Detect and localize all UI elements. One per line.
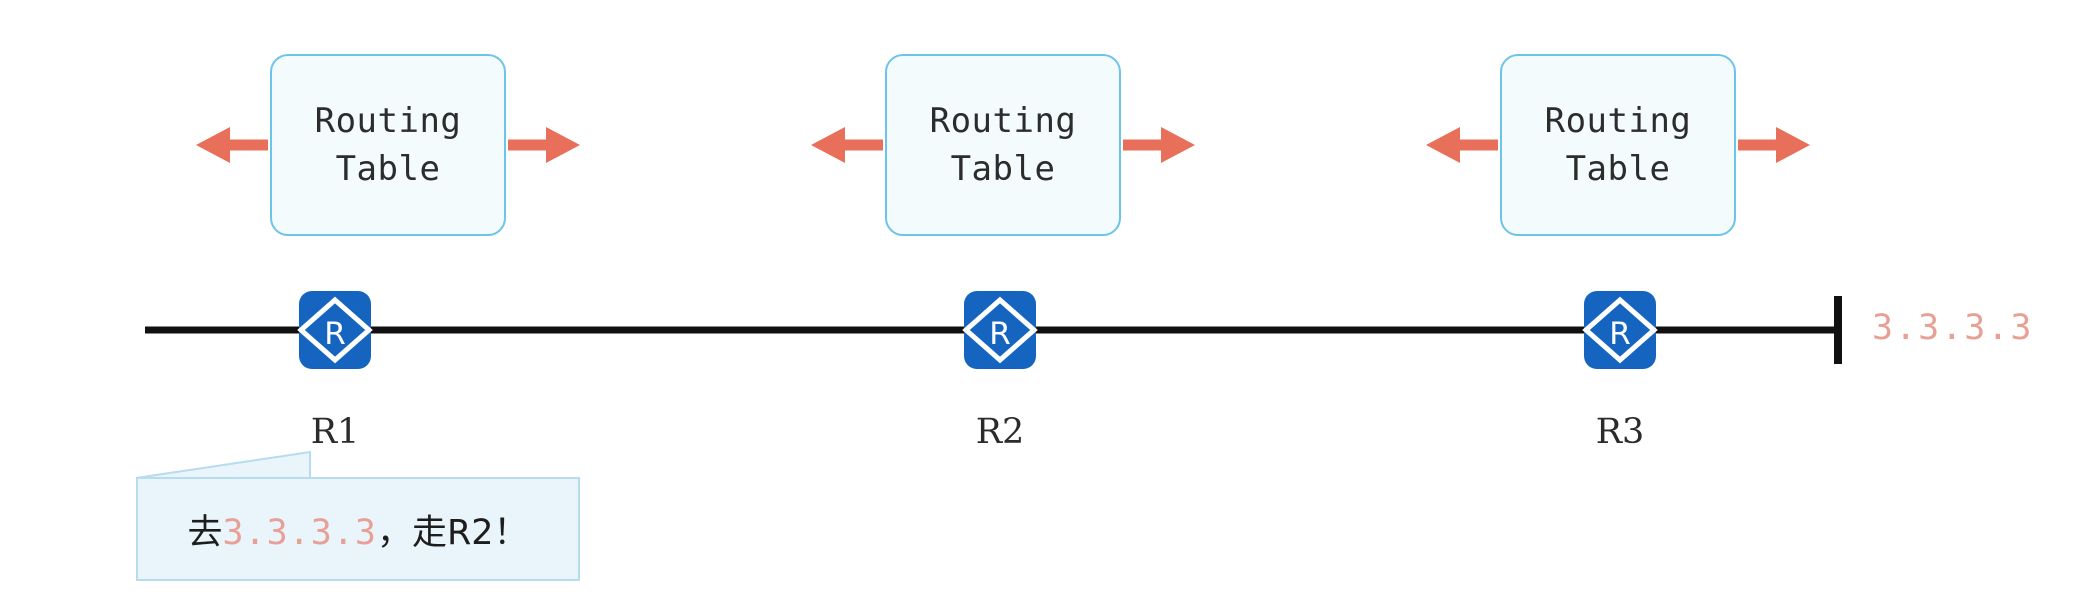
routing-table-label-line2: Table: [335, 149, 441, 189]
arrow-right-icon: [508, 127, 580, 163]
rt-arrows-2: [811, 127, 1195, 163]
arrow-left-icon: [1426, 127, 1498, 163]
callout-ip: 3.3.3.3: [222, 512, 377, 553]
routing-table-box-1[interactable]: Routing Table: [270, 54, 506, 236]
callout-prefix: 去: [187, 512, 223, 553]
routing-table-label-line1: Routing: [314, 100, 462, 141]
arrow-right-icon: [1738, 127, 1810, 163]
callout-tail-icon: [135, 450, 311, 479]
router-label-r3: R3: [1595, 412, 1645, 452]
routing-table-label-line2: Table: [950, 149, 1056, 189]
arrow-left-icon: [196, 127, 268, 163]
svg-text:R: R: [324, 316, 346, 352]
router-icon-r2[interactable]: R: [962, 291, 1038, 369]
svg-text:R: R: [989, 316, 1011, 352]
callout-suffix: ，走R2！: [376, 512, 529, 553]
arrow-left-icon: [811, 127, 883, 163]
routing-table-box-2[interactable]: Routing Table: [885, 54, 1121, 236]
rt-arrows-1: [196, 127, 580, 163]
arrow-right-icon: [1123, 127, 1195, 163]
callout-text: 去3.3.3.3，走R2！: [187, 504, 528, 555]
routing-table-label-line1: Routing: [929, 100, 1077, 141]
callout-bubble[interactable]: 去3.3.3.3，走R2！: [136, 477, 580, 581]
router-icon-r1[interactable]: R: [297, 291, 373, 369]
routing-table-label-line2: Table: [1565, 149, 1671, 189]
router-label-r2: R2: [975, 412, 1025, 452]
router-icon-r3[interactable]: R: [1582, 291, 1658, 369]
destination-ip-label: 3.3.3.3: [1872, 308, 2034, 348]
rt-arrows-3: [1426, 127, 1810, 163]
router-label-r1: R1: [310, 412, 360, 452]
routing-table-box-3[interactable]: Routing Table: [1500, 54, 1736, 236]
svg-text:R: R: [1609, 316, 1631, 352]
routing-table-label-line1: Routing: [1544, 100, 1692, 141]
